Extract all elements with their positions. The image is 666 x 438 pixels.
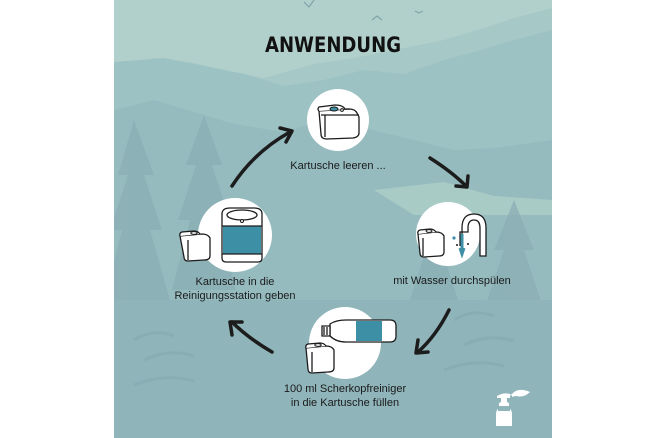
step-3-label-line-2: in die Kartusche füllen — [290, 397, 400, 409]
step-3-label-line-1: 100 ml Scherkopfreiniger — [283, 383, 407, 395]
arrow-2-to-3 — [416, 308, 451, 354]
page-title: ANWENDUNG — [264, 33, 402, 57]
cartridge-icon — [317, 104, 360, 140]
arrow-4-to-1 — [230, 130, 292, 188]
spray-bottle-leaf-icon — [496, 389, 530, 426]
step-2-label: mit Wasser durchspülen — [393, 275, 511, 287]
cleaner-bottle-icon — [305, 319, 397, 374]
step-4-label: Kartusche in die Reinigungsstation geben — [160, 275, 310, 303]
cycle-arrows — [228, 126, 470, 355]
step-3-label: 100 ml Scherkopfreiniger in die Kartusch… — [270, 382, 420, 410]
step-4-label-line-1: Kartusche in die — [195, 276, 275, 288]
infographic-panel: ANWENDUNG Kartusche leeren ... — [114, 0, 552, 438]
cleaning-station-icon — [179, 207, 263, 263]
step-4-label-line-2: Reinigungsstation geben — [174, 290, 296, 302]
step-1-label: Kartusche leeren ... — [290, 160, 386, 172]
arrow-3-to-4 — [230, 320, 274, 354]
water-tap-icon — [417, 213, 487, 259]
arrow-1-to-2 — [428, 156, 468, 188]
